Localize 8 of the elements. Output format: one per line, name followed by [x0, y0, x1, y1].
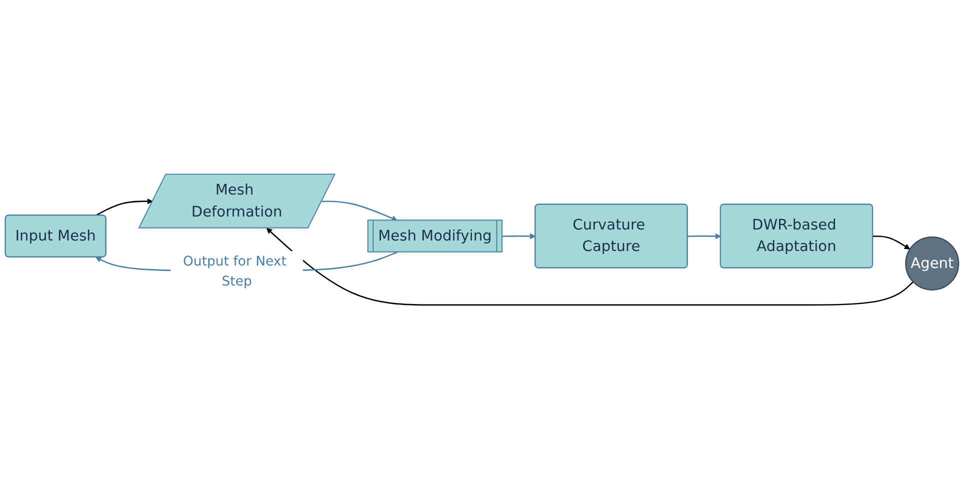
node-circle: Agent — [905, 236, 960, 291]
arrow — [502, 234, 536, 240]
arrow — [688, 234, 721, 240]
arrow — [322, 201, 398, 222]
arrow — [266, 228, 914, 306]
arrow — [872, 236, 910, 250]
edge-label: Output for Next Step — [183, 253, 286, 290]
arrow — [95, 198, 153, 216]
